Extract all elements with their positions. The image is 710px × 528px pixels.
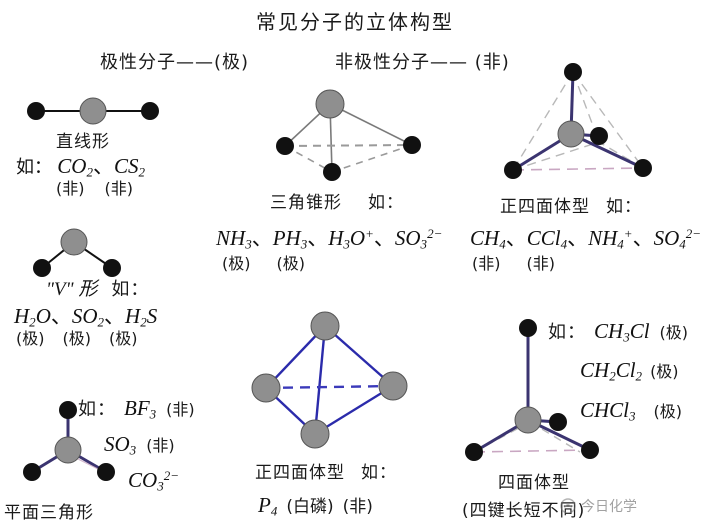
linear-example-prefix: 如： bbox=[16, 157, 52, 178]
distorted-example-prefix: 如： bbox=[548, 322, 586, 343]
formula-co2: CO2 bbox=[57, 154, 93, 180]
bent-shape-row: "V" 形 如： bbox=[46, 274, 149, 301]
bent-shape-label: "V" 形 bbox=[46, 279, 98, 300]
ch4-tetrahedron-molecule-diagram bbox=[495, 58, 675, 188]
formula-h3o-plus: H3O+ bbox=[328, 226, 374, 252]
trigonal-planar-example-row-3: CO32− bbox=[128, 468, 179, 495]
tag-ccl4: (非) bbox=[526, 254, 556, 273]
ch4-examples: CH4、CCl4、NH4+、SO42− bbox=[470, 222, 701, 253]
formula-ccl4: CCl4 bbox=[526, 226, 568, 252]
tag-h2o: (极) bbox=[16, 329, 45, 348]
trigonal-pyramid-caption-row: 三角锥形 如： bbox=[270, 188, 404, 213]
formula-ch2cl2: CH2Cl2 bbox=[580, 358, 643, 384]
tag-ch3cl: (极) bbox=[659, 323, 689, 342]
separator: 、 bbox=[104, 304, 126, 328]
distorted-tetrahedron-molecule-diagram bbox=[462, 312, 612, 462]
p4-tetrahedron-molecule-diagram bbox=[250, 311, 430, 452]
distorted-example-row-1: 如： CH3Cl (极) bbox=[548, 318, 688, 346]
formula-h2s: H2S bbox=[125, 304, 158, 330]
distorted-shape-label: 四面体型 bbox=[498, 473, 570, 493]
separator: 、 bbox=[505, 226, 527, 250]
ch4-caption-row: 正四面体型 如： bbox=[500, 192, 642, 217]
bent-examples: H2O、SO2、H2S bbox=[14, 300, 157, 331]
bent-polarity-tags: (极) (极) (极) bbox=[16, 325, 138, 349]
tag-ch4: (非) bbox=[472, 254, 501, 273]
tag-ph3: (极) bbox=[276, 254, 306, 273]
p4-example-row: P4 (白磷) (非) bbox=[258, 492, 373, 520]
formula-cs2: CS2 bbox=[113, 154, 145, 180]
separator: 、 bbox=[632, 226, 654, 250]
trigonal-planar-example-prefix: 如： bbox=[78, 399, 116, 420]
linear-polarity-tags: (非) (非) bbox=[56, 175, 133, 199]
p4-example-prefix: 如： bbox=[361, 463, 397, 483]
watermark: 今日化学 bbox=[560, 496, 637, 516]
linear-examples: 如： CO2、CS2 bbox=[16, 150, 145, 181]
formula-so2: SO2 bbox=[71, 304, 105, 330]
tag-bf3: (非) bbox=[166, 400, 195, 419]
formula-bf3: BF3 bbox=[124, 396, 157, 422]
tag-ch2cl2: (极) bbox=[650, 362, 679, 381]
trigonal-planar-shape-label: 平面三角形 bbox=[4, 503, 94, 523]
p4-note: (白磷) bbox=[286, 497, 334, 517]
formula-so4-2minus: SO42− bbox=[653, 226, 702, 252]
tag-co2: (非) bbox=[56, 179, 85, 198]
distorted-shape-note: (四键长短不同) bbox=[462, 501, 586, 521]
p4-shape-label: 正四面体型 bbox=[255, 463, 345, 483]
tag-h2s: (极) bbox=[109, 329, 138, 348]
trigonal-pyramid-shape-label: 三角锥形 bbox=[270, 193, 342, 213]
formula-co3-2minus: CO32− bbox=[128, 468, 179, 494]
separator: 、 bbox=[92, 154, 114, 178]
circle-logo-icon bbox=[560, 498, 576, 514]
trigonal-pyramid-polarity-tags: (极) (极) bbox=[222, 250, 305, 274]
formula-ch4: CH4 bbox=[470, 226, 506, 252]
tag-so3: (非) bbox=[146, 436, 175, 455]
tag-p4: (非) bbox=[342, 497, 373, 517]
separator: 、 bbox=[251, 226, 273, 250]
distorted-example-row-2: CH2Cl2 (极) bbox=[580, 358, 679, 385]
trigonal-pyramid-example-prefix: 如： bbox=[368, 193, 404, 213]
separator: 、 bbox=[50, 304, 72, 328]
formula-so3-2minus: SO32− bbox=[394, 226, 443, 252]
legend-nonpolar-molecule: 非极性分子—— (非) bbox=[335, 52, 510, 73]
distorted-example-row-3: CHCl3 (极) bbox=[580, 398, 682, 425]
separator: 、 bbox=[567, 226, 589, 250]
formula-so3: SO3 bbox=[104, 432, 137, 458]
formula-h2o: H2O bbox=[14, 304, 51, 330]
formula-chcl3: CHCl3 bbox=[580, 398, 636, 424]
legend-polar-molecule: 极性分子——(极) bbox=[100, 52, 250, 73]
formula-ch3cl: CH3Cl bbox=[594, 319, 650, 345]
tag-chcl3: (极) bbox=[653, 402, 683, 421]
tag-cs2: (非) bbox=[104, 179, 134, 198]
watermark-text: 今日化学 bbox=[581, 499, 637, 515]
separator: 、 bbox=[307, 226, 329, 250]
ch4-shape-label: 正四面体型 bbox=[500, 197, 590, 217]
tag-so2: (极) bbox=[62, 329, 92, 348]
formula-nh3: NH3 bbox=[216, 226, 252, 252]
linear-molecule-diagram bbox=[18, 96, 168, 126]
p4-caption-row: 正四面体型 如： bbox=[255, 458, 397, 483]
trigonal-planar-molecule-diagram bbox=[18, 392, 148, 487]
trigonal-planar-example-row-1: 如： BF3 (非) bbox=[78, 395, 195, 423]
bent-molecule-diagram bbox=[26, 224, 146, 284]
page-title: 常见分子的立体构型 bbox=[256, 10, 454, 34]
bent-example-prefix: 如： bbox=[111, 279, 150, 300]
ch4-example-prefix: 如： bbox=[606, 197, 642, 217]
formula-p4: P4 bbox=[258, 493, 278, 519]
trigonal-pyramid-molecule-diagram bbox=[270, 88, 440, 188]
trigonal-planar-example-row-2: SO3 (非) bbox=[104, 432, 175, 459]
tag-nh3: (极) bbox=[222, 254, 251, 273]
trigonal-pyramid-examples: NH3、PH3、H3O+、SO32− bbox=[216, 222, 442, 253]
linear-shape-label: 直线形 bbox=[56, 132, 110, 152]
separator: 、 bbox=[373, 226, 395, 250]
formula-ph3: PH3 bbox=[272, 226, 308, 252]
formula-nh4-plus: NH4+ bbox=[588, 226, 633, 252]
ch4-polarity-tags: (非) (非) bbox=[472, 250, 555, 274]
